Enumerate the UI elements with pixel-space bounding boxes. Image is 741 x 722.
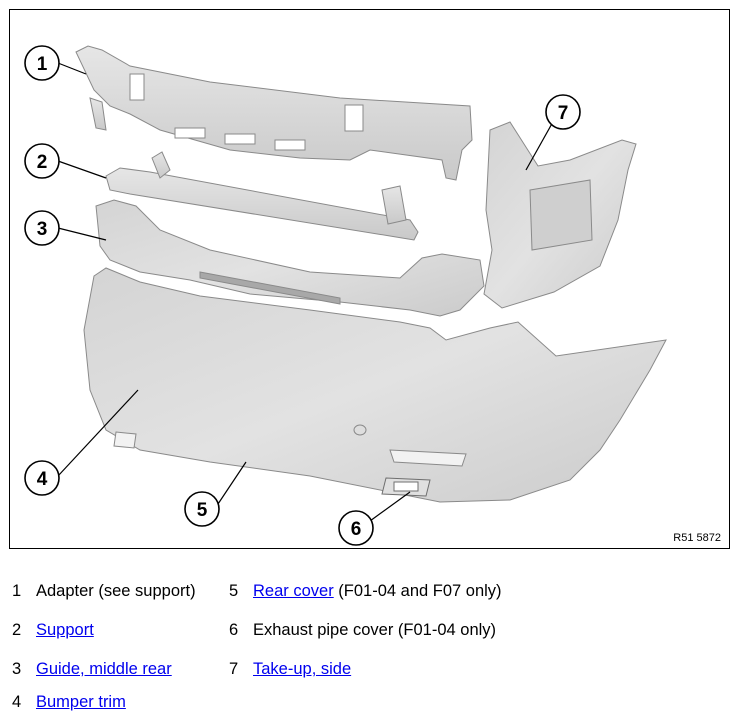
legend-suffix: (F01-04 and F07 only) bbox=[333, 582, 502, 600]
bumper-trim-part bbox=[83, 267, 667, 503]
legend-item-2: 2 Support bbox=[12, 621, 94, 640]
callout-1 bbox=[24, 45, 60, 81]
legend-item-1: 1 Adapter (see support) bbox=[12, 582, 196, 601]
legend-text: Adapter (see support) bbox=[36, 582, 196, 600]
legend-item-6: 6 Exhaust pipe cover (F01-04 only) bbox=[229, 621, 496, 640]
callout-label-1: 1 bbox=[37, 54, 48, 75]
callout-7 bbox=[545, 94, 581, 130]
legend-number: 2 bbox=[12, 621, 22, 639]
rear-cover-link[interactable]: Rear cover bbox=[253, 582, 334, 600]
figure-reference-code: R51 5872 bbox=[673, 532, 721, 544]
callout-6 bbox=[338, 510, 374, 546]
callout-4 bbox=[24, 460, 60, 496]
exploded-view-figure: 1 2 3 4 5 6 7 R51 5872 bbox=[9, 9, 730, 549]
take-up-side-link[interactable]: Take-up, side bbox=[253, 660, 352, 678]
guide-part bbox=[95, 199, 485, 317]
callout-label-6: 6 bbox=[351, 519, 362, 540]
callout-label-2: 2 bbox=[37, 152, 48, 173]
legend-number: 4 bbox=[12, 693, 22, 711]
callout-5 bbox=[184, 491, 220, 527]
bumper-trim-link[interactable]: Bumper trim bbox=[36, 693, 126, 711]
legend-text: Exhaust pipe cover (F01-04 only) bbox=[253, 621, 497, 639]
legend-number: 6 bbox=[229, 621, 239, 639]
callout-label-4: 4 bbox=[37, 469, 48, 490]
legend-number: 3 bbox=[12, 660, 22, 678]
legend-item-4: 4 Bumper trim bbox=[12, 693, 126, 712]
legend-number: 1 bbox=[12, 582, 22, 600]
legend-number: 7 bbox=[229, 660, 239, 678]
exhaust-cover-part bbox=[381, 477, 431, 497]
legend-item-3: 3 Guide, middle rear bbox=[12, 660, 172, 679]
callout-label-3: 3 bbox=[37, 219, 48, 240]
adapter-part bbox=[75, 45, 473, 181]
take-up-side-part bbox=[483, 121, 637, 309]
callout-3 bbox=[24, 210, 60, 246]
support-part bbox=[105, 151, 419, 241]
support-link[interactable]: Support bbox=[36, 621, 94, 639]
callout-label-7: 7 bbox=[558, 103, 569, 124]
callout-label-5: 5 bbox=[197, 500, 208, 521]
bumper-parts-illustration: 1 2 3 4 5 6 7 bbox=[24, 45, 667, 546]
legend-item-5: 5 Rear cover (F01-04 and F07 only) bbox=[229, 582, 502, 601]
legend-number: 5 bbox=[229, 582, 239, 600]
callout-circles bbox=[24, 45, 581, 546]
callout-2 bbox=[24, 143, 60, 179]
legend-item-7: 7 Take-up, side bbox=[229, 660, 351, 679]
callout-leader-lines bbox=[57, 62, 555, 522]
guide-middle-rear-link[interactable]: Guide, middle rear bbox=[36, 660, 172, 678]
